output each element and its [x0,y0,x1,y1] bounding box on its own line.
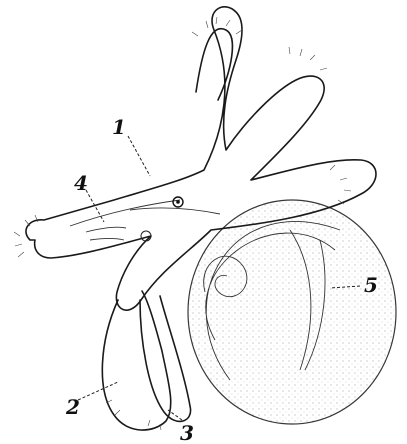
foot-lobes [102,291,190,430]
label-5: 5 [364,273,378,297]
label-2: 2 [65,395,80,419]
label-4: 4 [74,171,88,195]
label-1: 1 [112,115,126,139]
shell [188,200,396,424]
label-3: 3 [180,421,194,444]
